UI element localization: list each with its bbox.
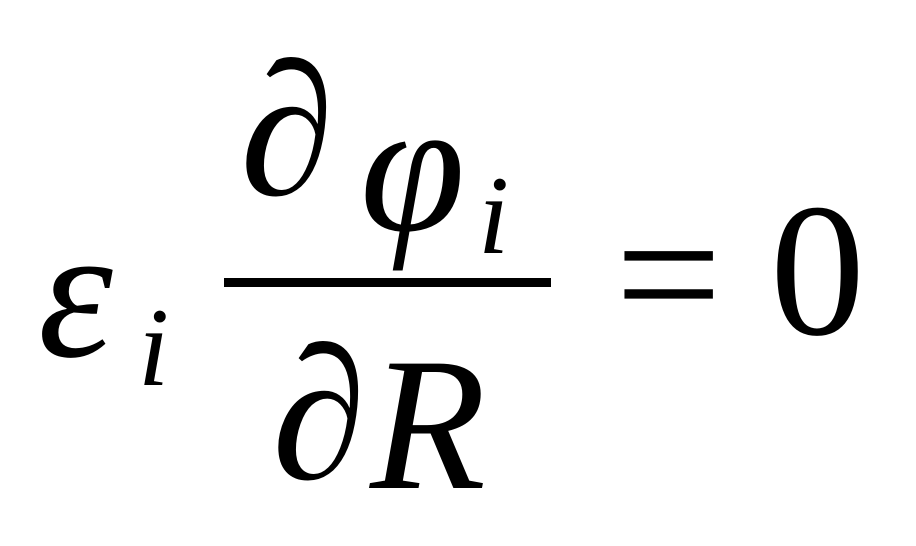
- epsilon-symbol: ε: [38, 188, 113, 398]
- fraction-bar: [224, 278, 551, 287]
- r-symbol: R: [370, 320, 487, 530]
- equals-sign: =: [615, 170, 723, 380]
- numerator-partial-symbol: ∂: [240, 26, 334, 236]
- epsilon-subscript: i: [138, 286, 170, 410]
- phi-subscript: i: [478, 154, 510, 278]
- zero-value: 0: [770, 166, 865, 376]
- phi-symbol: φ: [360, 62, 466, 272]
- denominator-partial-symbol: ∂: [272, 310, 366, 520]
